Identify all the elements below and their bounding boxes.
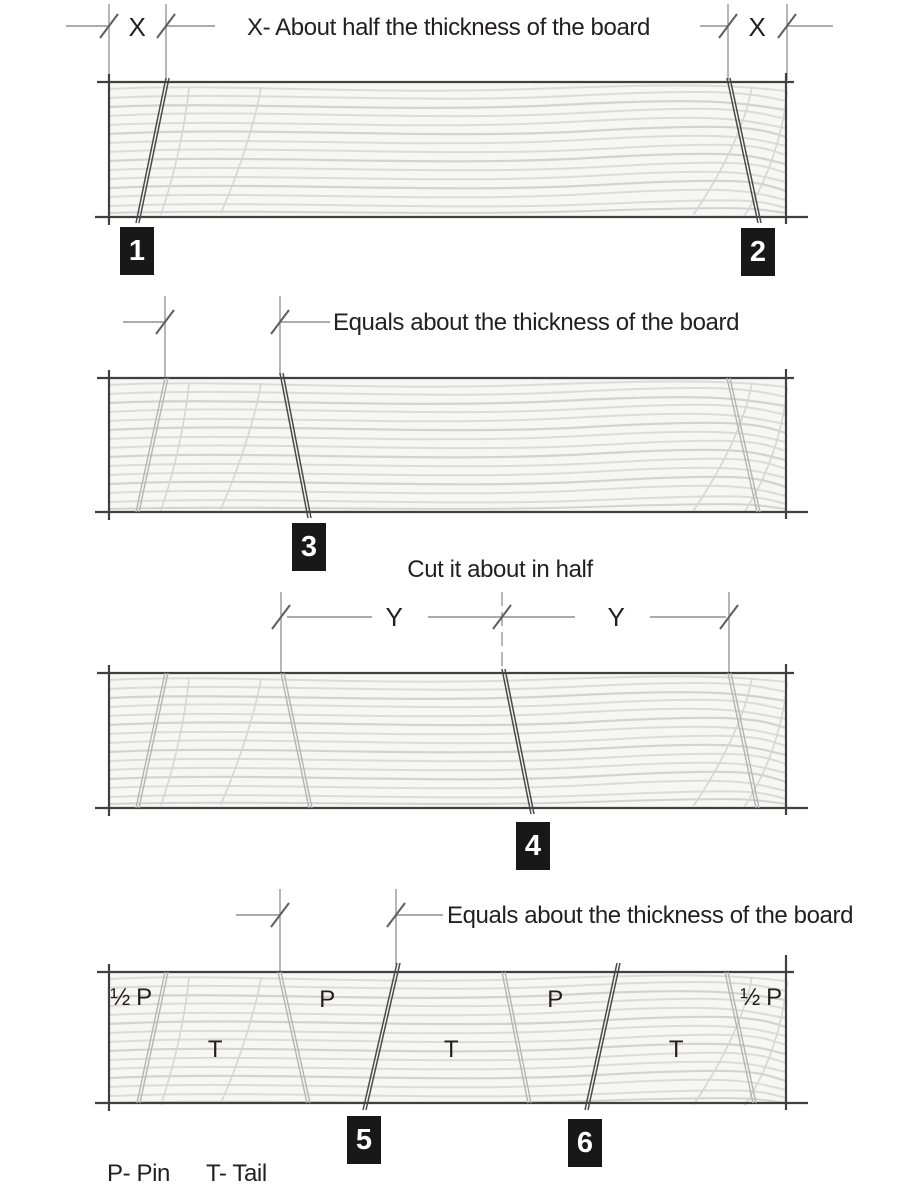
step-badge-3: 3 xyxy=(292,523,326,571)
faded-line-1 xyxy=(135,672,169,809)
board-step2 xyxy=(95,369,808,520)
step-badge-6: 6 xyxy=(568,1119,602,1167)
layout-line-3 xyxy=(279,372,312,519)
board-step1 xyxy=(95,73,808,225)
faded-line-3 xyxy=(277,971,311,1104)
layout-line-5 xyxy=(362,962,401,1111)
faded-line-2 xyxy=(726,377,761,513)
layout-line-1 xyxy=(135,77,170,224)
step-badge-5: 5 xyxy=(347,1116,381,1164)
faded-line-1 xyxy=(135,377,169,513)
caption-thickness-step56: Equals about the thickness of the board xyxy=(447,902,854,929)
y-dim-label-right: Y xyxy=(607,602,625,632)
region-label-half-pin-left: ½ P xyxy=(110,984,152,1011)
caption-half-thickness: X- About half the thickness of the board xyxy=(247,14,650,41)
board-step4 xyxy=(95,955,808,1111)
region-label-pin-left: P xyxy=(319,986,335,1013)
dimension-x-right xyxy=(700,4,833,80)
step-badge-4: 4 xyxy=(516,822,550,870)
faded-line-1 xyxy=(136,971,169,1104)
caption-cut-in-half: Cut it about in half xyxy=(407,556,593,583)
step-badge-1: 1 xyxy=(120,227,154,275)
region-label-tail-2: T xyxy=(443,1036,459,1063)
region-label-pin-right: P xyxy=(547,986,563,1013)
step-badge-2: 2 xyxy=(741,228,775,276)
layout-line-4 xyxy=(501,668,535,815)
legend-tail: T- Tail xyxy=(206,1160,267,1187)
layout-line-2 xyxy=(726,77,762,224)
legend-pin: P- Pin xyxy=(107,1160,170,1187)
x-dim-label-left: X xyxy=(128,12,146,42)
region-label-tail-1: T xyxy=(207,1036,223,1063)
faded-line-2 xyxy=(727,672,760,809)
faded-line-4 xyxy=(501,971,532,1104)
region-label-tail-3: T xyxy=(668,1036,684,1063)
region-label-half-pin-right: ½ P xyxy=(740,984,782,1011)
layout-line-6 xyxy=(584,962,621,1111)
faded-line-2 xyxy=(724,971,757,1104)
y-dim-label-left: Y xyxy=(385,602,403,632)
dimension-x-left xyxy=(66,4,215,80)
caption-thickness-step3: Equals about the thickness of the board xyxy=(333,309,740,336)
dimension-thickness-step3 xyxy=(123,296,330,378)
dimension-y xyxy=(271,592,739,673)
board-step3 xyxy=(95,664,808,816)
x-dim-label-right: X xyxy=(748,12,766,42)
dimension-thickness-step56 xyxy=(236,889,443,972)
faded-line-3 xyxy=(280,672,313,809)
